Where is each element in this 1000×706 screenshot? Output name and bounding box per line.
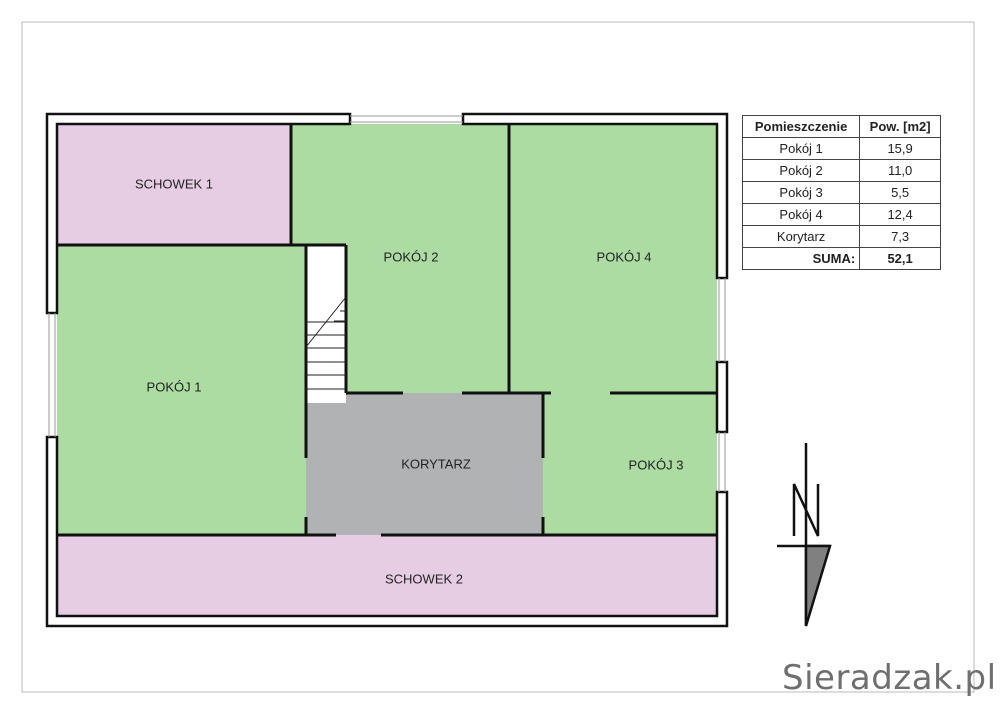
room-schowek-1: [57, 124, 291, 245]
label-pokoj-4: POKÓJ 4: [597, 249, 652, 264]
room-pokoj-3: [543, 393, 717, 535]
header-room: Pomieszczenie: [741, 115, 861, 138]
room-name: Pokój 3: [741, 181, 861, 204]
room-pokoj-1: [57, 245, 306, 535]
room-area: 15,9: [859, 137, 941, 160]
stair-steps: [305, 296, 347, 390]
room-area: 11,0: [859, 159, 941, 182]
table-sum-row: SUMA:52,1: [741, 247, 941, 270]
room-name: Pokój 1: [741, 137, 861, 160]
label-schowek-1: SCHOWEK 1: [135, 176, 213, 191]
sum-label: SUMA:: [741, 247, 861, 270]
staircase: [306, 245, 346, 403]
outer-walls: [45, 112, 729, 628]
room-area: 5,5: [859, 181, 941, 204]
watermark: Sieradzak.pl: [782, 658, 997, 698]
page-frame: [21, 21, 975, 693]
inner-walls: [57, 124, 717, 537]
windows: [48, 115, 726, 492]
label-pokoj-2: POKÓJ 2: [384, 249, 439, 264]
table-header-row: Pomieszczenie Pow. [m2]: [741, 115, 941, 138]
label-pokoj-3: POKÓJ 3: [629, 457, 684, 472]
label-schowek-2: SCHOWEK 2: [385, 571, 463, 586]
label-pokoj-1: POKÓJ 1: [147, 379, 202, 394]
north-arrow-icon: [777, 443, 832, 627]
room-name: Pokój 4: [741, 203, 861, 226]
room-name: Pokój 2: [741, 159, 861, 182]
room-name: Korytarz: [741, 225, 861, 248]
room-area: 12,4: [859, 203, 941, 226]
room-area: 7,3: [859, 225, 941, 248]
label-korytarz: KORYTARZ: [401, 456, 471, 471]
room-schowek-2: [57, 535, 717, 616]
room-pokoj-4: [509, 124, 717, 393]
header-area: Pow. [m2]: [859, 115, 941, 138]
sum-value: 52,1: [859, 247, 941, 270]
room-korytarz: [306, 393, 543, 535]
